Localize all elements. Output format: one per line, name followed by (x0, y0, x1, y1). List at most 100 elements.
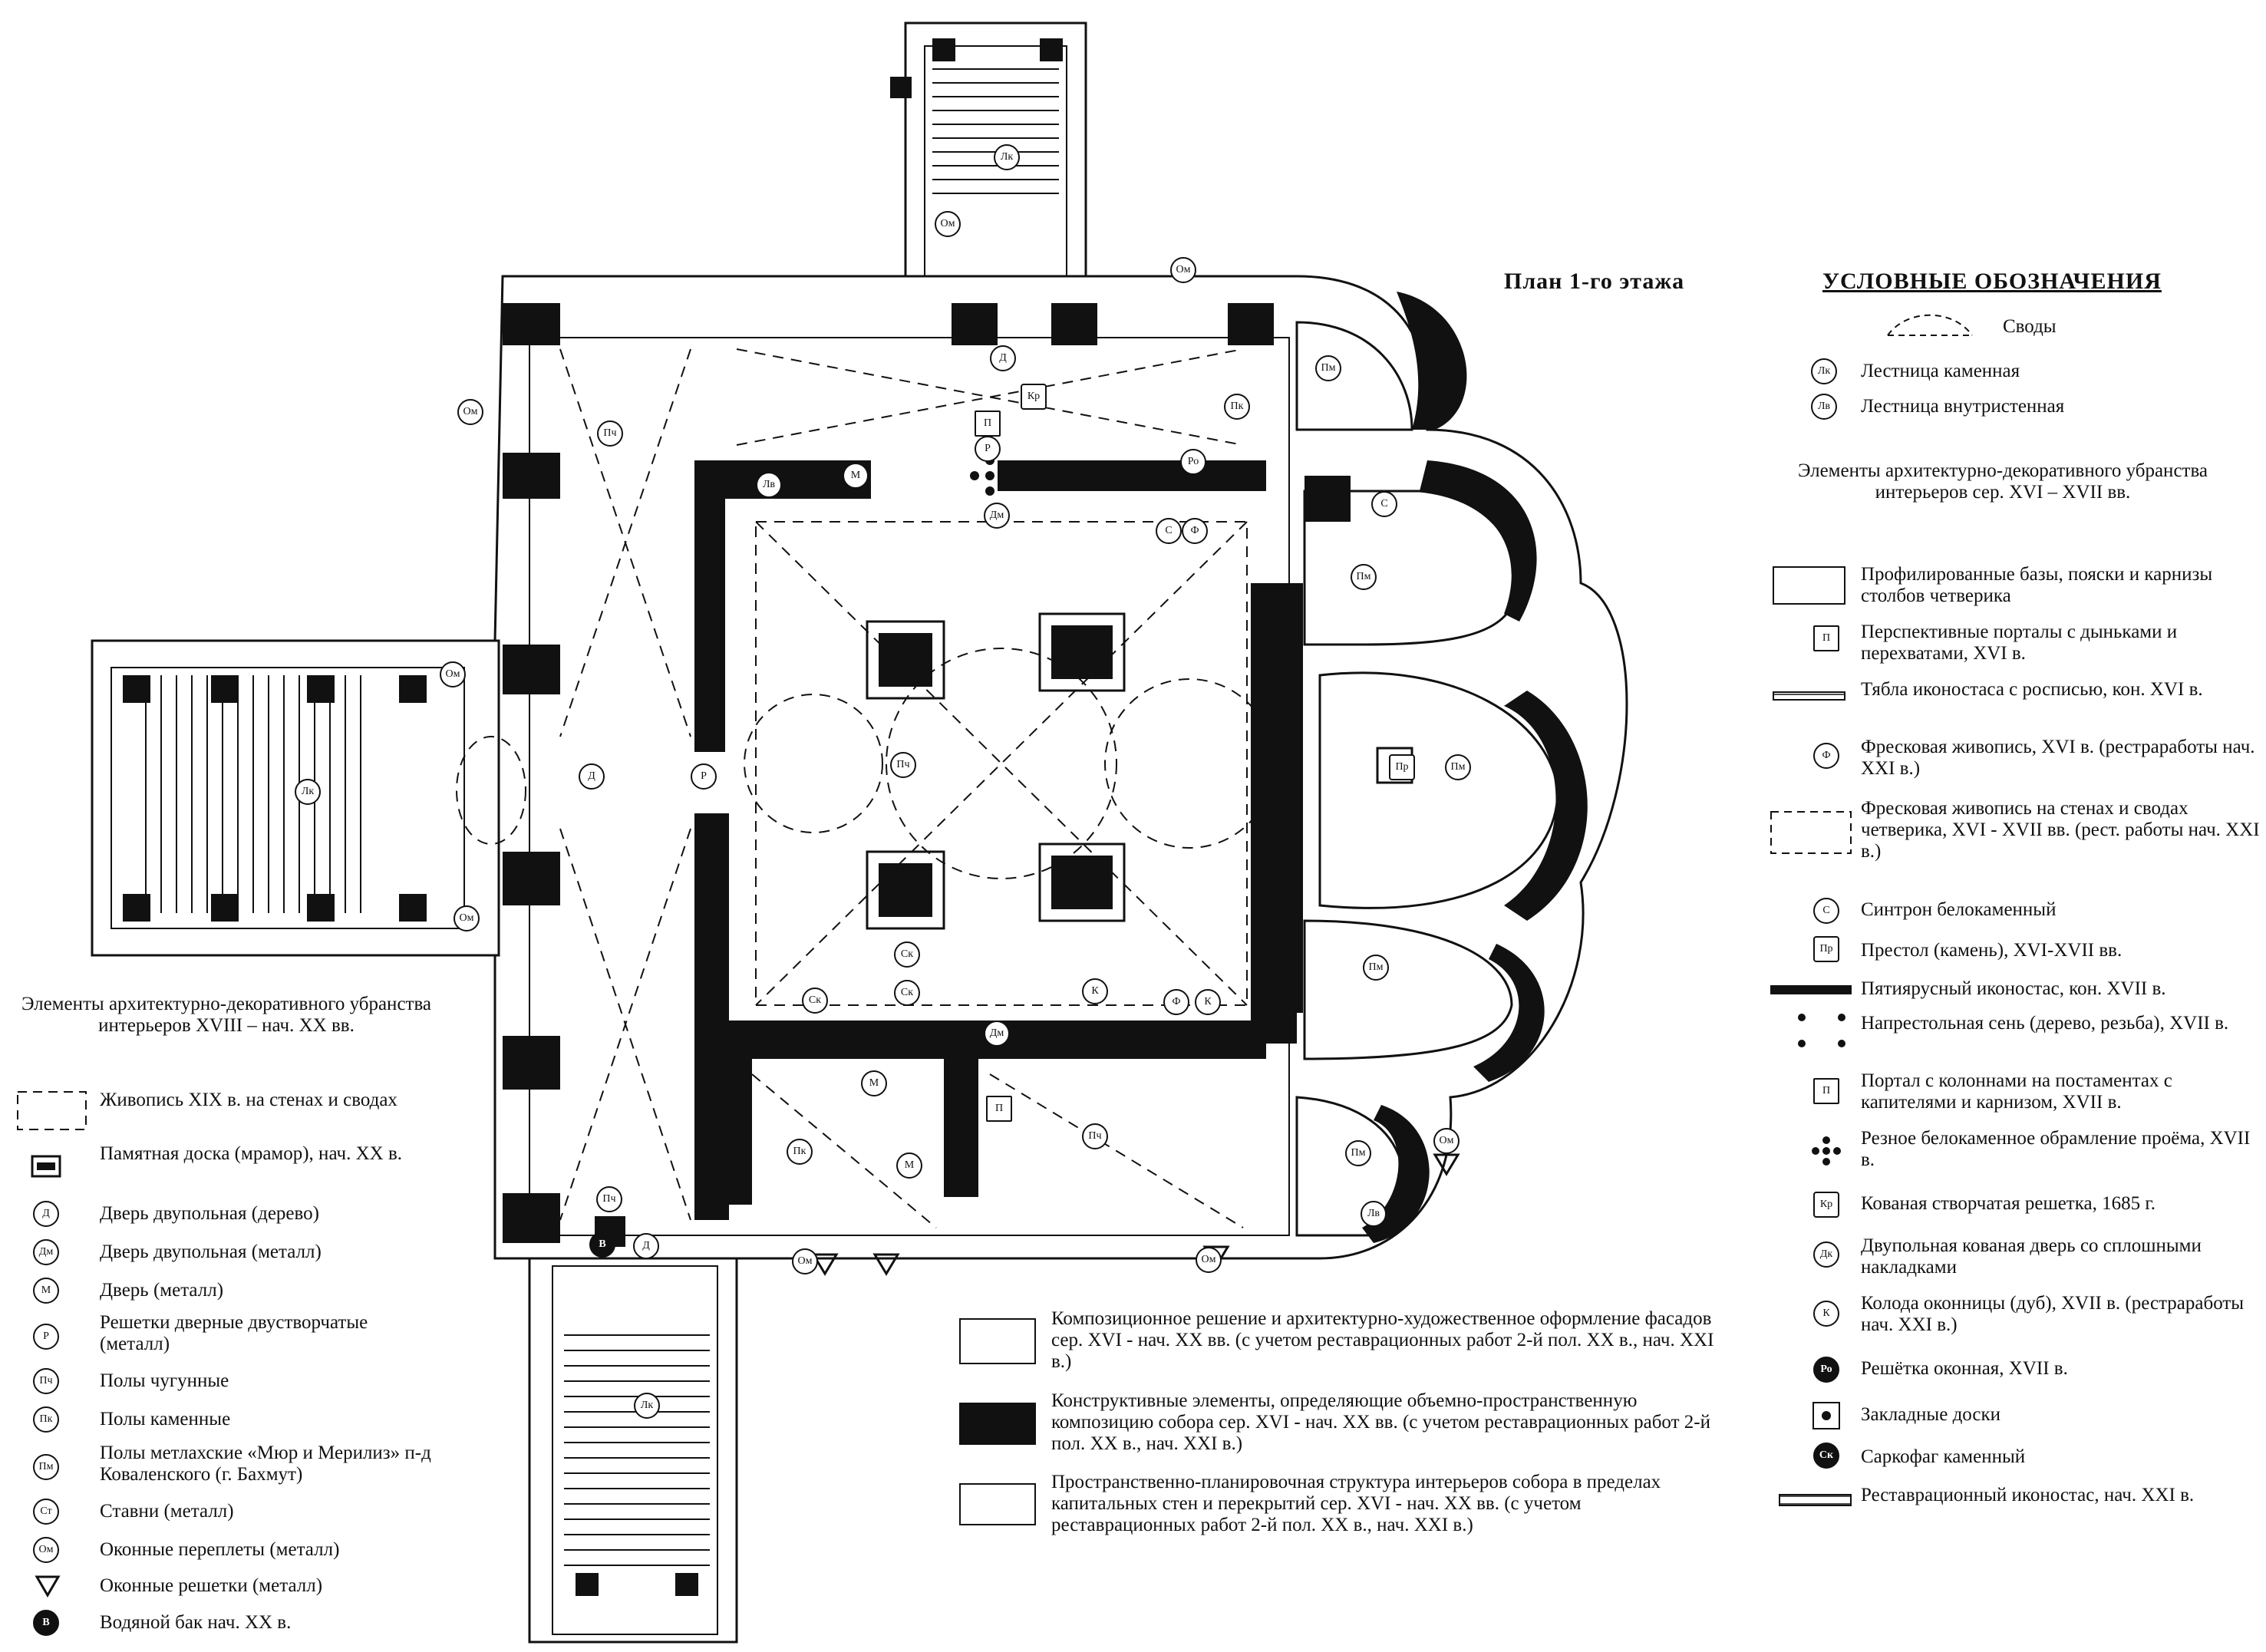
mark-window-sash-w2: Ом (440, 661, 466, 688)
mark-portal-s: П (986, 1096, 1012, 1122)
legend-column-portal-icon: П (1813, 1078, 1839, 1104)
legend-xix-painting-icon (17, 1091, 87, 1130)
mark-window-sash-n2: Ом (1170, 257, 1196, 283)
mark-floor-tile-e4: Пм (1345, 1140, 1371, 1166)
mark-stone-stair-south: Лк (634, 1393, 660, 1419)
mark-window-grille-xvii: Ро (1180, 449, 1206, 475)
legend-inner-stair-icon: Лв (1811, 394, 1837, 420)
legend-header: УСЛОВНЫЕ ОБОЗНАЧЕНИЯ (1822, 269, 2162, 294)
legend-facade-swatch (959, 1318, 1036, 1364)
mark-window-sash-w1: Ом (457, 399, 483, 425)
legend-tile-floor-icon: Пм (33, 1454, 59, 1480)
mark-sarcophagus-3: Ск (802, 988, 828, 1014)
legend-window-frame-icon: К (1813, 1301, 1839, 1327)
legend-label-facade: Композиционное решение и архитектурно-ху… (1051, 1308, 1714, 1372)
legend-label-iron-floor: Полы чугунные (100, 1370, 229, 1391)
legend-label-column-portal: Портал с колоннами на постаментах с капи… (1861, 1070, 2172, 1113)
mark-floor-iron-nw: Пч (597, 420, 623, 447)
mark-floor-stone-s: Пк (787, 1139, 813, 1165)
legend-label-water-tank: Водяной бак нач. XX в. (100, 1612, 292, 1633)
legend-structural-swatch (959, 1403, 1036, 1445)
legend-forged-grille-icon: Кр (1813, 1192, 1839, 1218)
mark-window-sash-se: Ом (1433, 1128, 1460, 1154)
mark-window-frame-2: К (1195, 989, 1221, 1015)
mark-window-frame-1: К (1082, 978, 1108, 1004)
legend-label-iconostasis: Пятиярусный иконостас, кон. XVII в. (1861, 978, 2166, 999)
legend-label-profiled-bases: Профилированные базы, пояски и карнизы с… (1861, 564, 2213, 606)
mark-metal-door-s2: М (896, 1152, 922, 1179)
legend-label-metal-2leaf-door: Дверь двупольная (металл) (100, 1241, 322, 1262)
mark-synthronon-apse: С (1371, 491, 1397, 517)
legend-label-interior: Пространственно-планировочная структура … (1051, 1472, 1661, 1535)
mark-floor-tile-e2: Пм (1445, 754, 1471, 780)
mark-floor-stone-ne: Пк (1224, 394, 1250, 420)
mark-floor-tile-e1: Пм (1351, 564, 1377, 590)
mark-stone-stair-north: Лк (994, 144, 1020, 170)
mark-metal-door-2leaf-s: Дм (984, 1021, 1010, 1047)
legend-label-sarcophagus: Саркофаг каменный (1861, 1446, 2026, 1467)
legend-label-stone-stair: Лестница каменная (1861, 361, 2020, 381)
legend-fresco-icon: Ф (1813, 743, 1839, 769)
gallery-piers (503, 303, 1274, 1247)
legend-label-inner-stair: Лестница внутристенная (1861, 396, 2065, 417)
legend-window-grille-icon: Ро (1813, 1357, 1839, 1383)
mark-floor-iron-s: Пч (1082, 1123, 1108, 1149)
mark-inner-stair-se: Лв (1361, 1201, 1387, 1227)
south-porch (528, 1257, 738, 1644)
mark-altar: Пр (1389, 754, 1415, 780)
legend-label-window-grille: Решётка оконная, XVII в. (1861, 1358, 2068, 1379)
flower-icon (1812, 1136, 1841, 1166)
triangle-grille-icon (35, 1575, 61, 1598)
legend-sarcophagus-icon: Ск (1813, 1443, 1839, 1469)
legend-label-shutters: Ставни (металл) (100, 1501, 234, 1522)
mark-stone-stair-west: Лк (295, 779, 321, 805)
legend-perspective-portal-icon: П (1813, 625, 1839, 651)
mark-door-wood-s: Д (633, 1233, 659, 1259)
legend-forged-door-icon: Дк (1813, 1241, 1839, 1268)
legend-plaque-dot-icon (1812, 1402, 1840, 1429)
legend-label-window-frame: Колода оконницы (дуб), XVII в. (рестрара… (1861, 1293, 2245, 1335)
legend-label-fresco: Фресковая живопись, XVI в. (рестраработы… (1861, 737, 2255, 779)
iconostasis-line (1289, 583, 1303, 1013)
legend-iron-floor-icon: Пч (33, 1368, 59, 1394)
plan-title: План 1-го этажа (1504, 269, 1685, 294)
mark-door-wood-w: Д (579, 763, 605, 790)
legend-label-canopy: Напрестольная сень (дерево, резьба), XVI… (1861, 1013, 2229, 1034)
mark-grille-n: Р (975, 436, 1001, 462)
legend-label-tile-floor: Полы метлахские «Мюр и Мерилиз» п-д Кова… (100, 1443, 431, 1485)
legend-stone-stair-icon: Лк (1811, 358, 1837, 384)
mark-window-sash-s1: Ом (792, 1248, 818, 1274)
legend-shutters-icon: Ст (33, 1499, 59, 1525)
mark-metal-door-2leaf: Дм (984, 503, 1010, 529)
mark-forged-grille: Кр (1021, 384, 1047, 410)
legend-window-sash-icon: Ом (33, 1537, 59, 1563)
north-porch (890, 21, 1087, 278)
mark-sarcophagus-2: Ск (894, 980, 920, 1006)
legend-label-window-sash: Оконные переплеты (металл) (100, 1539, 340, 1560)
mark-portal-n: П (975, 411, 1001, 437)
legend-stone-floor-icon: Пк (33, 1406, 59, 1433)
mark-metal-door-s1: М (861, 1070, 887, 1096)
legend-label-forged-grille: Кованая створчатая решетка, 1685 г. (1861, 1193, 2156, 1214)
mark-floor-tile-ne: Пм (1315, 355, 1341, 381)
mark-synthronon: С (1156, 518, 1182, 544)
mark-window-sash-n1: Ом (935, 211, 961, 237)
legend-label-forged-door: Двупольная кованая дверь со сплошными на… (1861, 1235, 2202, 1278)
mark-fresco-n: Ф (1182, 518, 1208, 544)
legend-label-metal-door: Дверь (металл) (100, 1280, 224, 1301)
mark-floor-iron-sw: Пч (596, 1186, 622, 1212)
legend-door-grilles-icon: Р (33, 1324, 59, 1350)
legend-group-xvi-xvii-title: Элементы архитектурно-декоративного убра… (1797, 460, 2208, 503)
mark-floor-tile-e3: Пм (1363, 955, 1389, 981)
plaque-icon (31, 1155, 61, 1178)
legend-wood-door-icon: Д (33, 1201, 59, 1227)
west-porch (91, 639, 500, 957)
mark-fresco-s: Ф (1163, 989, 1189, 1015)
chetverik-walls (694, 460, 1351, 1220)
legend-restoration-iconostasis-icon (1779, 1494, 1852, 1506)
legend-label-altar: Престол (камень), XVI-XVII вв. (1861, 940, 2123, 961)
mark-inner-stair-n: Лв (756, 472, 782, 498)
legend-label-synthronon: Синтрон белокаменный (1861, 899, 2057, 920)
mark-metal-door-n: М (843, 463, 869, 489)
